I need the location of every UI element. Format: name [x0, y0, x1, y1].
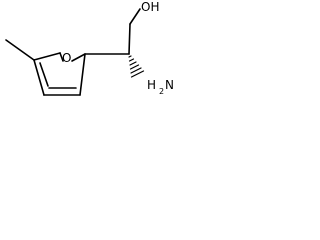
- amine-n-label: N: [165, 78, 174, 92]
- bond-o1-c5: [71, 53, 86, 62]
- bond-c5-c4: [79, 53, 86, 96]
- amine-subscript-label: 2: [159, 87, 164, 96]
- bond-c3-c2: [33, 59, 45, 96]
- bond-c2-o1-b: [33, 52, 61, 61]
- bond-chiral-to-ch2: [128, 23, 131, 55]
- bond-ch2-to-oh: [129, 8, 141, 25]
- bond-c2-o1: [59, 52, 64, 62]
- hydroxyl-label: OH: [141, 0, 159, 14]
- hashed-wedge-bond: [128, 55, 145, 78]
- double-bond-c2-c3: [39, 62, 49, 87]
- methyl-bond: [5, 39, 35, 61]
- oxygen-ring-label: O: [62, 51, 71, 65]
- molecule-structure: O OH H N 2: [5, 0, 174, 96]
- amine-h-label: H: [147, 78, 156, 92]
